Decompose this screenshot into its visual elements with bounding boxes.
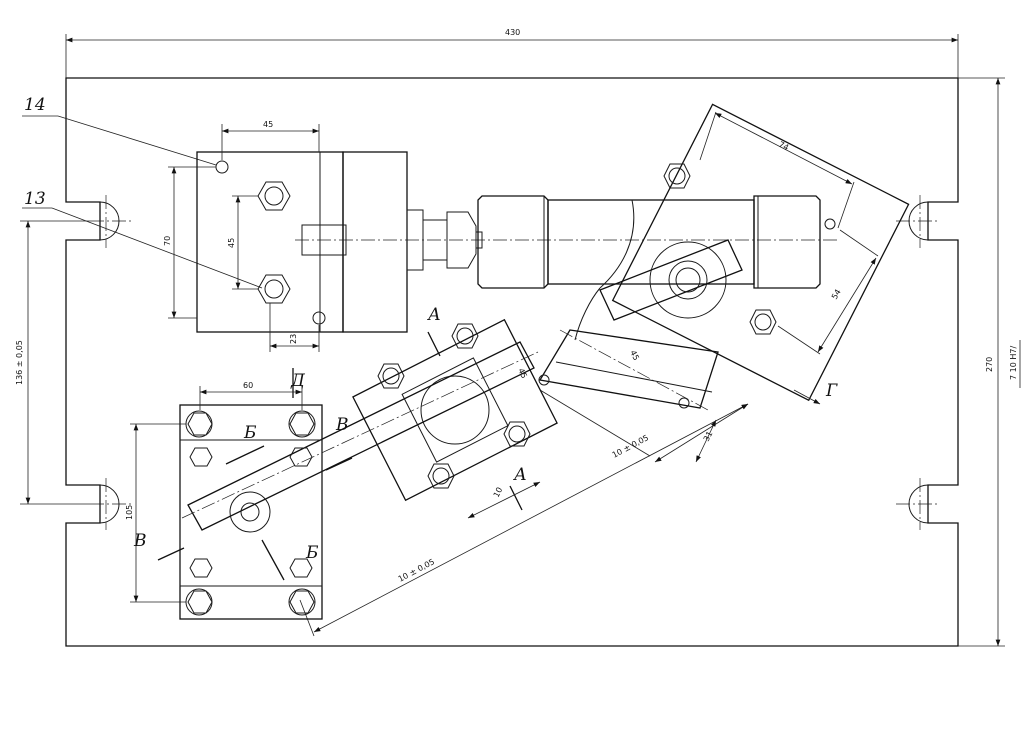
section-v-top-label: В bbox=[335, 415, 349, 435]
bolt-head-top bbox=[257, 181, 291, 211]
callout-14: 14 bbox=[22, 95, 217, 166]
section-b-bottom-label: Б bbox=[305, 543, 319, 563]
clamp-b-label: 54 bbox=[830, 288, 843, 301]
plate-height-label: 70 bbox=[163, 236, 172, 246]
pin-hole-opposite bbox=[312, 311, 326, 325]
base-plate bbox=[65, 77, 959, 647]
piston-rod bbox=[295, 195, 840, 341]
section-v-bottom-label: В bbox=[133, 531, 147, 551]
dimension-slot-spacing: 136 ± 0,05 bbox=[15, 220, 90, 505]
arm-length-label: 10 ± 0,05 bbox=[397, 557, 436, 584]
pivot-pin bbox=[668, 260, 708, 300]
fit-label: 7 10 H7/ bbox=[1009, 346, 1018, 380]
callout-14-label: 14 bbox=[24, 95, 46, 115]
arm-length-2-label: 10 ± 0,05 bbox=[611, 433, 650, 460]
callout-13: 13 bbox=[22, 189, 263, 289]
small-e-label: 45 bbox=[628, 349, 641, 362]
section-a-bottom-label: А bbox=[513, 465, 527, 485]
nut-icon bbox=[446, 211, 477, 269]
bottom-offset-label: 23 bbox=[289, 334, 298, 344]
hole-spacing-label: 45 bbox=[227, 238, 236, 248]
right-clamp-block bbox=[611, 103, 910, 402]
lower-base-block: 60 105 Б Б В В bbox=[125, 381, 353, 620]
cylinder-flange-plate: 45 70 45 23 Д bbox=[163, 120, 408, 398]
overall-height-label: 270 bbox=[985, 357, 994, 372]
lever-arm: 10 ± 0,05 31 bbox=[538, 239, 749, 463]
base-pivot bbox=[229, 491, 271, 533]
dimension-overall-height: 270 7 10 H7/ bbox=[958, 77, 1021, 647]
middle-clamp-details: А А 10 45 45 bbox=[377, 305, 641, 519]
bolt-head-bottom bbox=[257, 274, 291, 304]
small-c-label: 10 bbox=[492, 486, 505, 499]
base-width-label: 60 bbox=[243, 381, 253, 390]
section-a-top-label: А bbox=[427, 305, 441, 325]
slot-spacing-label: 136 ± 0,05 bbox=[15, 340, 24, 385]
pin-spacing-label: 45 bbox=[263, 120, 273, 129]
section-b-top-label: Б bbox=[243, 423, 257, 443]
right-clamp-details: 74 54 Г bbox=[649, 111, 879, 405]
dimension-overall-width: 430 bbox=[65, 28, 959, 78]
callout-13-label: 13 bbox=[24, 189, 46, 209]
section-d-label: Д bbox=[290, 371, 306, 391]
cylinder-curve bbox=[599, 199, 635, 289]
overall-width-label: 430 bbox=[505, 28, 520, 37]
pin-hole-14 bbox=[215, 160, 229, 174]
clamp-a-label: 74 bbox=[777, 140, 790, 153]
view-g-label: Г bbox=[825, 381, 838, 401]
base-height-label: 105 bbox=[125, 505, 134, 520]
